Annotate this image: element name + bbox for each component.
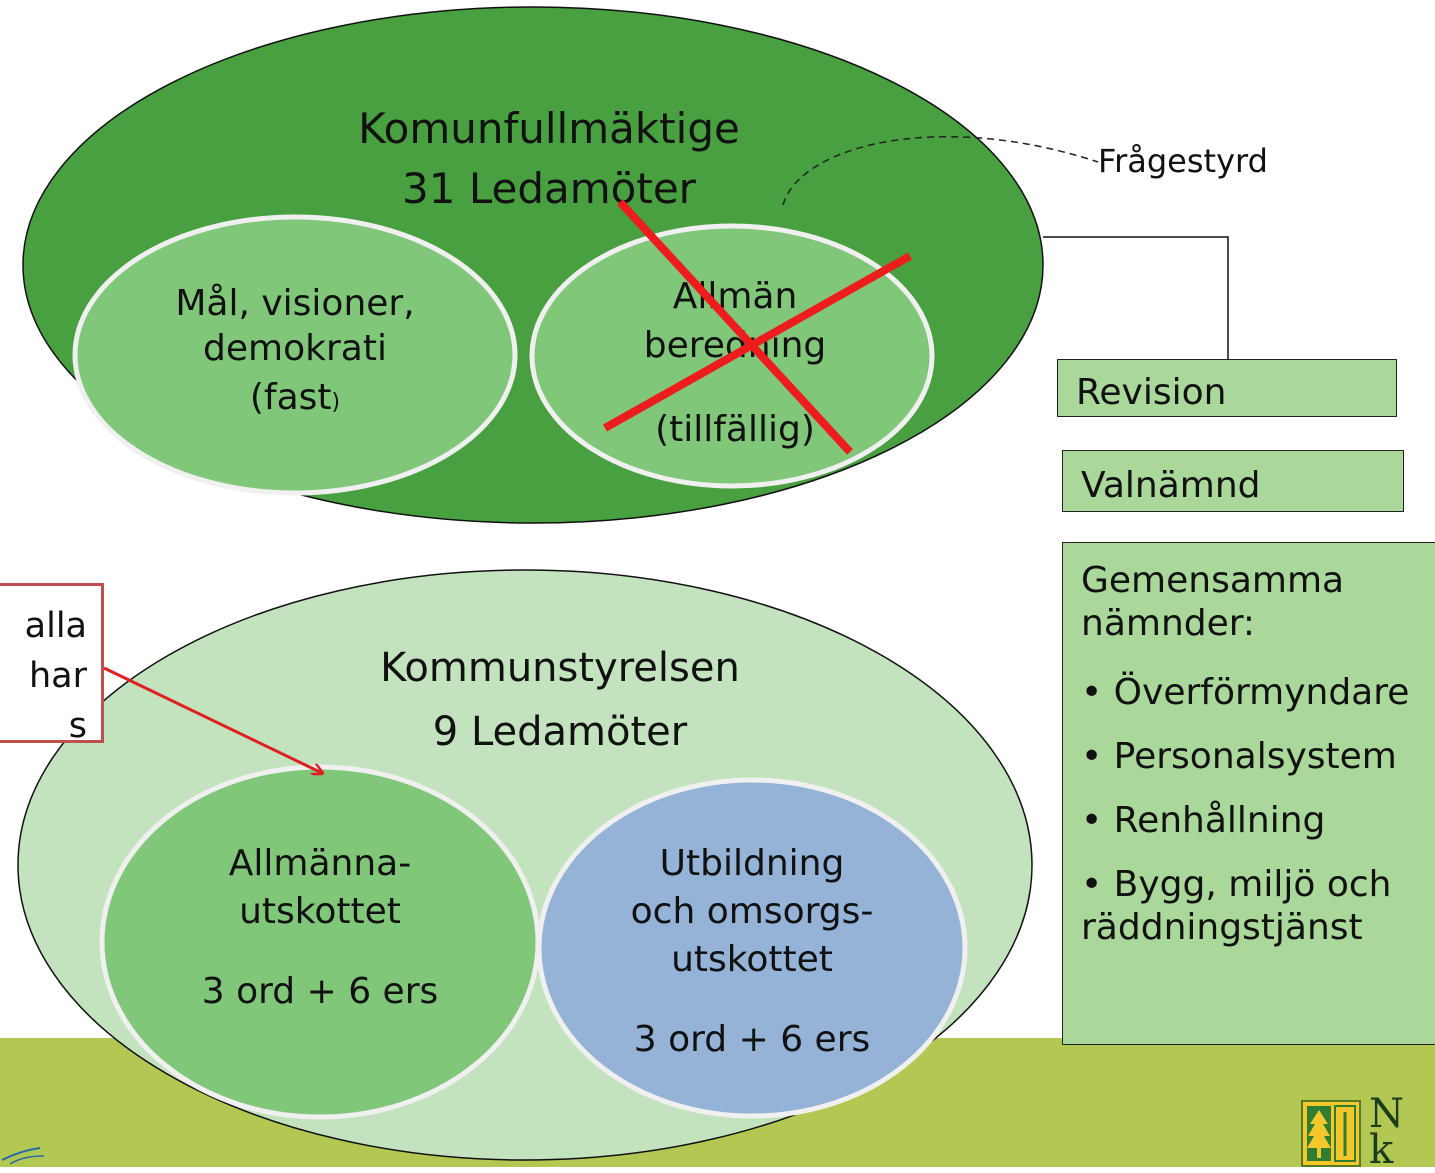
mal-fast-paren: ) (331, 390, 341, 415)
styrelsen-title: Kommunstyrelsen (380, 645, 740, 691)
revision-box: Revision (1057, 359, 1397, 417)
styrelsen-members: 9 Ledamöter (432, 709, 688, 755)
gemensamma-item: • Personalsystem (1081, 736, 1397, 777)
fullmaktige-members: 31 Ledamöter (402, 164, 696, 213)
revision-connector (1043, 236, 1229, 359)
utbildning-line4: 3 ord + 6 ers (633, 1019, 871, 1060)
allmanna-line1: Allmänna- (228, 843, 412, 884)
logo-text-line1: N (1369, 1091, 1404, 1137)
gemensamma-heading: Gemensamma nämnder: (1081, 560, 1345, 644)
allmanna-line3: 3 ord + 6 ers (201, 971, 439, 1012)
fragestyrd-dashed-connector (782, 135, 1099, 206)
callout-line2: har (28, 656, 87, 696)
gemensamma-item: • Renhållning (1081, 800, 1326, 841)
mal-ellipse (72, 214, 518, 496)
mal-line2: demokrati (203, 328, 387, 369)
gemensamma-item: • Bygg, miljö och räddningstjänst (1081, 864, 1392, 948)
red-cross-stroke-1 (617, 199, 853, 455)
revision-label: Revision (1076, 372, 1227, 413)
municipality-logo-emblem (1301, 1100, 1361, 1167)
gemensamma-item: • Överförmyndare (1081, 672, 1410, 713)
logo-text-line2: k (1369, 1127, 1394, 1173)
fragestyrd-label: Frågestyrd (1098, 142, 1268, 180)
callout-line3: s (68, 706, 87, 746)
mal-line1: Mål, visioner, (175, 283, 415, 324)
tree-icon (1303, 1102, 1359, 1165)
allmanna-line2: utskottet (239, 891, 401, 932)
valnamnd-label: Valnämnd (1081, 465, 1261, 506)
callout-box: alla har s (0, 583, 104, 746)
utbildning-line1: Utbildning (659, 843, 845, 884)
municipality-logo-text: N k (1369, 1091, 1404, 1173)
gemensamma-box: Gemensamma nämnder: • Överförmyndare • P… (1062, 542, 1435, 1045)
decorative-swoosh-icon (1, 1147, 45, 1165)
mal-fast-text: (fast (249, 377, 332, 418)
utbildning-line3: utskottet (671, 939, 833, 980)
callout-line1: alla (24, 606, 87, 646)
utbildning-utskottet-ellipse (536, 777, 968, 1119)
utbildning-line2: och omsorgs- (630, 891, 874, 932)
callout-arrow (103, 666, 322, 773)
valnamnd-box: Valnämnd (1062, 450, 1404, 512)
fullmaktige-title: Komunfullmäktige (358, 104, 740, 153)
mal-line3: (fast) (150, 377, 440, 424)
allman-line3: (tillfällig) (655, 409, 815, 450)
red-cross-stroke-2 (603, 252, 912, 432)
